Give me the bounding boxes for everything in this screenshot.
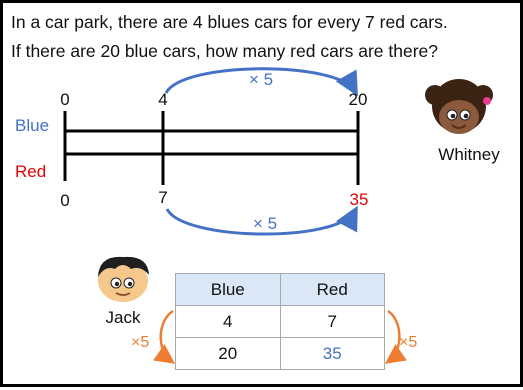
table-cell-blue: 20 <box>175 337 281 370</box>
table-left-multiplier: ×5 <box>131 334 149 351</box>
top-multiplier-label: × 5 <box>249 70 273 89</box>
ratio-table: Blue Red 4 7 20 35 <box>175 273 385 370</box>
bottom-multiplier-label: × 5 <box>253 214 277 233</box>
table-header-red: Red <box>279 273 385 306</box>
red-tick-7: 7 <box>158 188 167 207</box>
whitney-illustration <box>425 79 493 134</box>
bottom-multiplier-arrow <box>165 205 358 236</box>
table-header-blue: Blue <box>175 273 281 306</box>
table-cell-red-answer: 35 <box>279 337 385 370</box>
table-cell-red: 7 <box>279 305 385 338</box>
red-tick-35: 35 <box>350 190 369 209</box>
table-right-multiplier: ×5 <box>399 334 417 351</box>
table-left-arrow <box>152 309 176 364</box>
table-row: 20 35 <box>175 337 385 370</box>
jack-name: Jack <box>106 308 141 327</box>
question-line-2: If there are 20 blue cars, how many red … <box>11 41 439 61</box>
table-right-arrow <box>384 309 408 364</box>
blue-tick-0: 0 <box>60 90 69 109</box>
blue-tick-4: 4 <box>158 90 167 109</box>
table-cell-blue: 4 <box>175 305 281 338</box>
bar-model-lines <box>63 111 360 185</box>
blue-row-label: Blue <box>15 116 49 135</box>
table-header-row: Blue Red <box>175 273 385 306</box>
red-row-label: Red <box>15 162 46 181</box>
whitney-name: Whitney <box>438 145 500 164</box>
blue-tick-20: 20 <box>349 90 368 109</box>
question-line-1: In a car park, there are 4 blues cars fo… <box>11 12 448 32</box>
top-multiplier-arrow <box>164 67 358 97</box>
table-row: 4 7 <box>175 305 385 338</box>
red-tick-0: 0 <box>60 191 69 210</box>
bar-model-diagram: × 5 0 4 20 Blue Red 0 7 35 × 5 <box>15 67 500 364</box>
jack-illustration <box>98 256 149 302</box>
